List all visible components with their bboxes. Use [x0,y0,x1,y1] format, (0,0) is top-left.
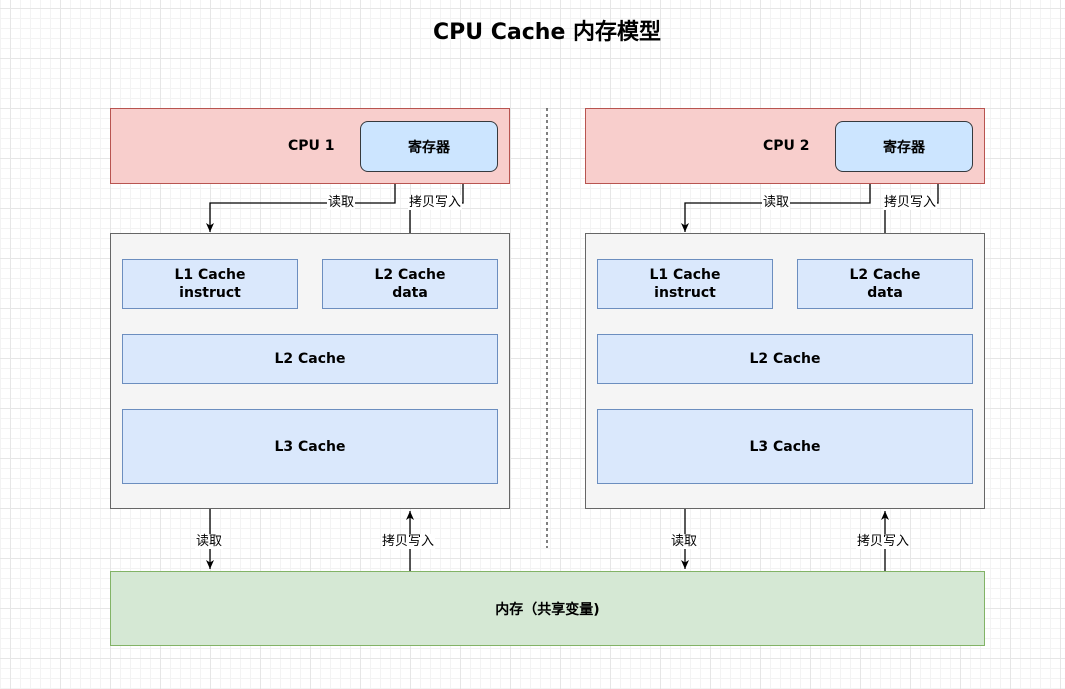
cpu1-register-label: 寄存器 [408,139,450,156]
cpu1-read-label: 读取 [327,195,356,210]
cpu1-l2-cache-label: L2 Cache [274,351,346,367]
cpu2-memory-read-label: 读取 [670,534,699,549]
cpu2-l3-cache-label: L3 Cache [749,438,821,455]
shared-memory-label: 内存（共享变量) [495,601,600,618]
cpu1-l1-instruct-line1: L1 Cache [174,267,246,283]
cpu2-l2-data-line2: data [867,285,903,301]
cpu2-register-label: 寄存器 [883,139,925,156]
cpu1-memory-write-label: 拷贝写入 [381,534,436,549]
cpu2-register: 寄存器 [835,121,973,172]
cpu1-l3-cache: L3 Cache [122,409,498,484]
cpu1-memory-read-label: 读取 [195,534,224,549]
diagram-title: CPU Cache 内存模型 [432,20,662,45]
cpu1-register: 寄存器 [360,121,498,172]
cpu2-label: CPU 2 [763,138,810,154]
cpu1-l2-cache: L2 Cache [122,334,498,384]
cpu1-l2-data-line1: L2 Cache [374,267,446,283]
shared-memory-block: 内存（共享变量) [110,571,985,646]
cpu1-l2-data-line2: data [392,285,428,301]
cpu2-read-label: 读取 [762,195,791,210]
cpu1-read-connector [206,171,396,232]
cpu2-l2-data-cache: L2 Cache data [797,259,973,309]
cpu1-l2-data-cache: L2 Cache data [322,259,498,309]
cpu1-copy-write-label: 拷贝写入 [408,195,463,210]
cpu2-l2-cache-label: L2 Cache [749,351,821,367]
cpu2-l3-cache: L3 Cache [597,409,973,484]
cpu1-l1-instruct-cache: L1 Cache instruct [122,259,298,309]
cpu1-label: CPU 1 [288,138,335,154]
cpu1-l1-instruct-line2: instruct [179,285,241,301]
cpu2-l1-instruct-line1: L1 Cache [649,267,721,283]
cpu2-l2-cache: L2 Cache [597,334,973,384]
cpu2-l1-instruct-cache: L1 Cache instruct [597,259,773,309]
cpu2-l2-data-line1: L2 Cache [849,267,921,283]
cpu2-copy-write-label: 拷贝写入 [883,195,938,210]
cpu1-l3-cache-label: L3 Cache [274,438,346,455]
cpu2-l1-instruct-line2: instruct [654,285,716,301]
cpu2-memory-write-label: 拷贝写入 [856,534,911,549]
